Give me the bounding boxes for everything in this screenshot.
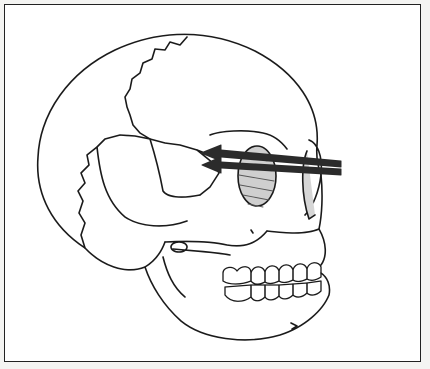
infraorbital-mark — [251, 230, 253, 233]
zygomatic-arch — [165, 231, 267, 246]
squamosal-suture — [150, 139, 200, 197]
mandible-ramus — [163, 257, 185, 297]
figure-frame — [4, 4, 421, 362]
skull-illustration — [5, 5, 421, 362]
upper-teeth — [223, 263, 321, 284]
mastoid — [85, 242, 165, 270]
orbit-rim — [210, 131, 287, 149]
temporal-line — [97, 147, 187, 226]
mandible — [145, 267, 330, 340]
maxilla — [267, 229, 325, 265]
arrow-icon — [201, 145, 341, 175]
arrow-lower-head — [202, 157, 221, 173]
lambdoid-suture — [78, 135, 150, 248]
ear-canal — [171, 242, 187, 252]
